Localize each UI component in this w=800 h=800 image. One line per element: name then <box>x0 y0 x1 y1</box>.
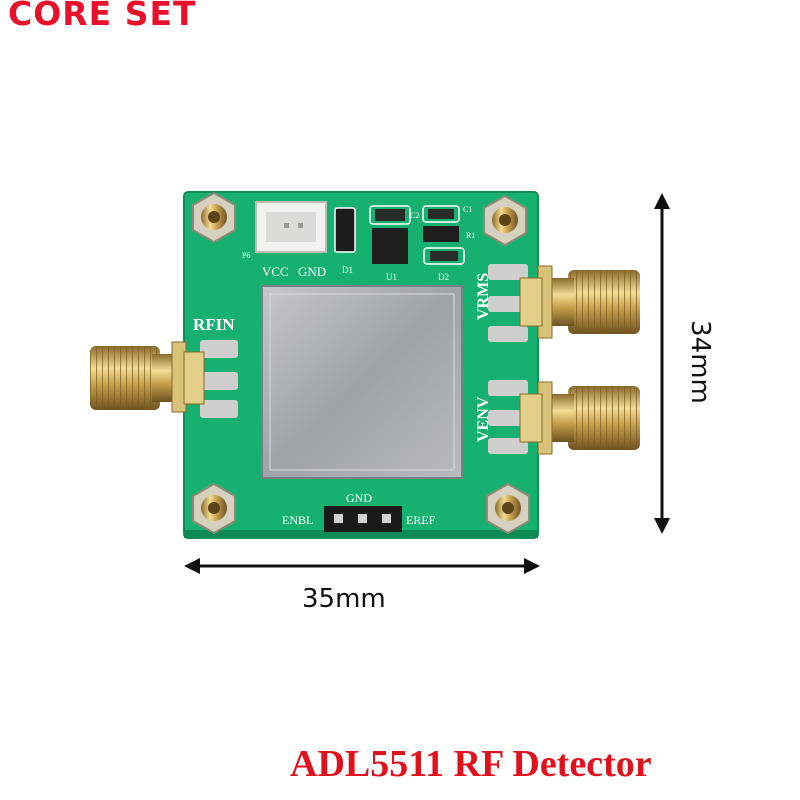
width-label: 35mm <box>302 584 386 614</box>
height-dimension-arrow <box>654 193 670 534</box>
label-c2: C2 <box>410 211 419 220</box>
connector-pads <box>200 264 528 454</box>
label-c1: C1 <box>463 205 472 214</box>
mount-nut-bottom-right <box>486 482 530 535</box>
mount-nut-bottom-left <box>192 482 236 535</box>
label-u1: U1 <box>386 272 397 282</box>
height-label: 34mm <box>685 320 715 404</box>
header-pins <box>324 506 402 532</box>
mount-nut-top-left <box>192 191 236 244</box>
sma-connector-rfin <box>90 341 205 413</box>
label-d2: D2 <box>438 272 449 282</box>
label-eref: EREF <box>406 513 436 527</box>
label-enbl: ENBL <box>282 513 313 527</box>
brand-logo: CORE SET <box>8 0 197 33</box>
sma-connector-vrms <box>519 265 640 339</box>
label-p6: P6 <box>242 251 250 260</box>
label-vcc: VCC <box>262 264 289 279</box>
label-rfin: RFIN <box>193 315 235 334</box>
product-caption: ADL5511 RF Detector <box>290 743 652 785</box>
mount-nut-top-right <box>483 194 527 247</box>
label-gnd-bottom: GND <box>346 491 372 505</box>
width-dimension-arrow <box>184 558 540 574</box>
label-venv: VENV <box>475 396 492 442</box>
power-connector <box>255 201 327 253</box>
smd-components <box>334 205 465 265</box>
sma-connector-venv <box>519 381 640 455</box>
label-d1: D1 <box>342 265 353 275</box>
rf-shield-can <box>261 285 463 479</box>
label-r1: R1 <box>466 231 475 240</box>
label-gnd-top: GND <box>298 264 326 279</box>
label-vrms: VRMS <box>475 273 492 320</box>
